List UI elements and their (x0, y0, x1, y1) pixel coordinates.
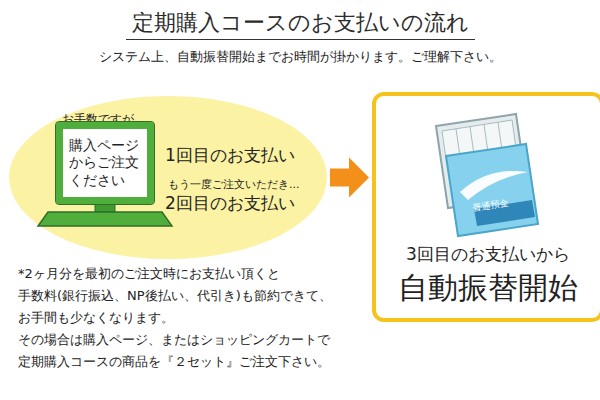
order-ellipse: お手数ですが...1回目のお支払いもう一度ご注文いただき...2回目のお支払い購… (8, 95, 328, 260)
footnote-line: *2ヶ月分を最初のご注文時にお支払い頂くと (18, 266, 280, 282)
payment-step: 3回目のお支払いから (376, 244, 600, 265)
footnote-line: 手数料(銀行振込、NP後払い、代引き)も節約できて、 (18, 288, 332, 304)
diagram-title: 定期購入コースのお支払いの流れ (126, 10, 475, 40)
title-wrap: 定期購入コースのお支払いの流れ (0, 10, 600, 40)
subtitle-note: システム上、自動振替開始までお時間が掛かります。ご理解下さい。 (0, 49, 600, 65)
payment-step: 2回目のお支払い (165, 193, 295, 214)
footnote-line: 定期購入コースの商品を『２セット』ご注文下さい。 (18, 354, 330, 370)
autopay-heading: 自動振替開始 (376, 269, 600, 307)
flow-arrow (330, 158, 369, 198)
monitor-screen: 購入ページからご注文ください (56, 122, 154, 204)
screen-text: 購入ページからご注文ください (69, 137, 140, 190)
node-note: もう一度ご注文いただき... (168, 178, 300, 192)
footnote-line: その場合は購入ページ、またはショッピングカートで (18, 332, 330, 348)
footnote-line: お手間も少なくなります。 (18, 310, 174, 326)
payment-step: 1回目のお支払い (165, 145, 295, 166)
